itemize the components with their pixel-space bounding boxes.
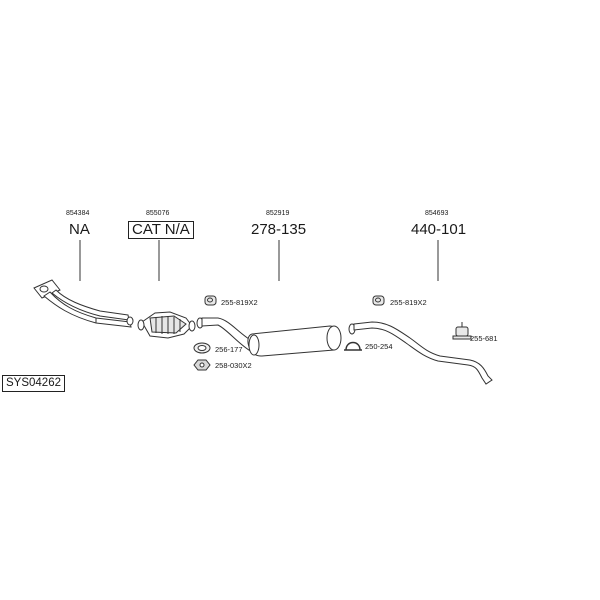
nut-icon — [193, 359, 211, 371]
rubber-hanger-icon — [372, 295, 385, 306]
mounting-rubber-icon — [452, 322, 472, 340]
part-code-2: CAT N/A — [128, 221, 194, 239]
front-pipe-drawing — [33, 279, 134, 328]
accessory-label-5: 250-254 — [365, 342, 393, 351]
part-ref-3: 852919 — [266, 210, 290, 217]
part-ref-1: 854384 — [66, 210, 90, 217]
clamp-icon — [344, 341, 362, 351]
accessory-label-4: 255-819X2 — [390, 298, 427, 307]
gasket-icon — [193, 342, 211, 354]
part-code-3: 278-135 — [251, 221, 307, 238]
accessory-label-6: 255-681 — [470, 334, 498, 343]
catalytic-converter-drawing — [137, 311, 196, 339]
part-ref-4: 854693 — [425, 210, 449, 217]
rear-tailpipe-drawing — [348, 321, 493, 385]
accessory-label-1: 255-819X2 — [221, 298, 258, 307]
part-code-1: NA — [69, 221, 90, 238]
part-ref-2: 855076 — [146, 210, 170, 217]
rubber-hanger-icon — [204, 295, 217, 306]
system-id-label: SYS04262 — [2, 375, 65, 392]
centre-silencer-drawing — [196, 317, 342, 357]
accessory-label-2: 256-177 — [215, 345, 243, 354]
part-code-4: 440-101 — [411, 221, 467, 238]
accessory-label-3: 258-030X2 — [215, 361, 252, 370]
